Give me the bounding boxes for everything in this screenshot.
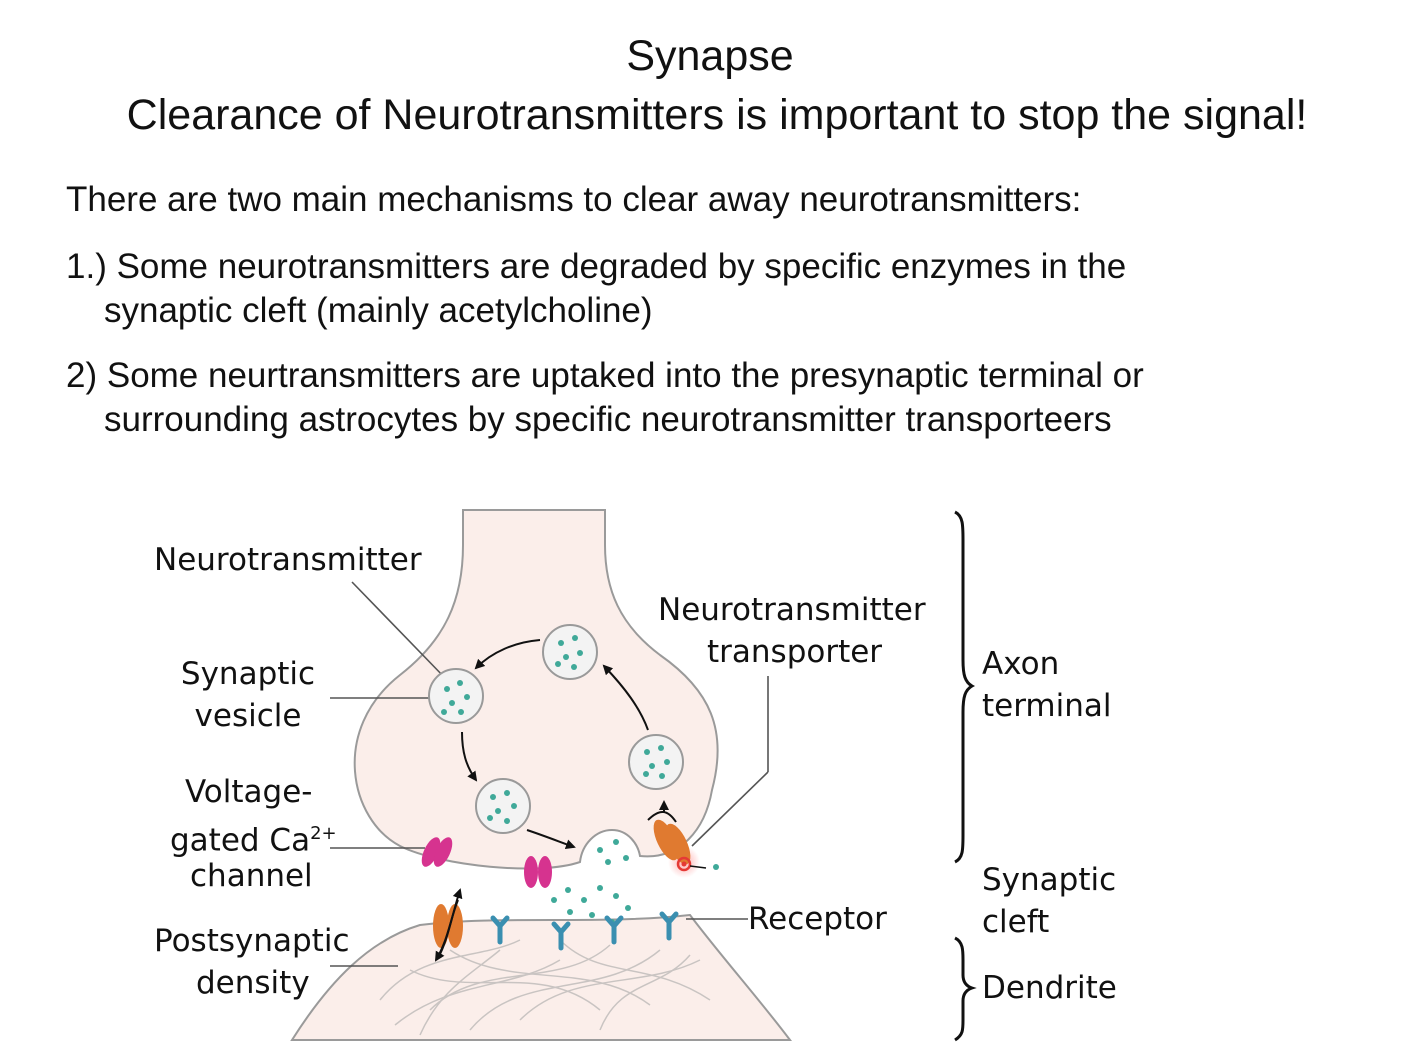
receptors (490, 911, 679, 951)
synaptic-vesicle (628, 734, 684, 790)
calcium-channels (421, 837, 552, 888)
mechanism-2-line1: 2) Some neurtransmitters are uptaked int… (66, 356, 1144, 395)
label-receptor: Receptor (748, 901, 887, 937)
synaptic-vesicle (428, 668, 484, 724)
label-vgcc-1: Voltage- (185, 774, 313, 810)
mechanism-2-line2: surrounding astrocytes by specific neuro… (104, 400, 1112, 439)
mechanism-1-line1: 1.) Some neurotransmitters are degraded … (66, 247, 1127, 286)
label-transporter-2: transporter (707, 634, 883, 670)
leader-lines (330, 581, 769, 967)
label-transporter-1: Neurotransmitter (658, 592, 926, 628)
label-dendrite: Dendrite (982, 970, 1117, 1006)
label-cleft-2: cleft (982, 904, 1050, 940)
label-cleft-1: Synaptic (982, 862, 1117, 898)
axon-terminal-brace (954, 510, 976, 864)
postsynaptic-channel (433, 888, 463, 962)
mechanism-1-line2: synaptic cleft (mainly acetylcholine) (104, 291, 653, 330)
mechanism-2: 2) Some neurtransmitters are uptaked int… (66, 354, 1144, 442)
label-neurotransmitter: Neurotransmitter (154, 542, 422, 578)
synaptic-vesicle (542, 624, 598, 680)
released-neurotransmitters (551, 839, 719, 925)
label-synaptic-vesicle-2: vesicle (194, 698, 302, 734)
label-vgcc-superscript: 2+ (310, 823, 337, 844)
label-axon-2: terminal (982, 688, 1112, 724)
dendrite-shape (290, 913, 793, 1041)
intro-text: There are two main mechanisms to clear a… (66, 180, 1082, 219)
label-axon-1: Axon (982, 646, 1060, 682)
label-synaptic-vesicle-1: Synaptic (180, 656, 316, 692)
slide-title: Synapse (626, 32, 794, 80)
neurotransmitter-transporter (647, 800, 707, 878)
dendrite-brace (954, 936, 977, 1042)
vesicle-cycle-arrows (461, 639, 649, 850)
label-vgcc-3: channel (190, 858, 313, 894)
slide-subtitle: Clearance of Neurotransmitters is import… (126, 91, 1308, 139)
label-vgcc-2-text: gated Ca (170, 822, 311, 859)
vesicle-neurotransmitter-dots (441, 635, 670, 824)
postsynaptic-density-fibers (379, 939, 711, 1036)
label-vgcc-2: gated Ca2+ (170, 813, 337, 861)
synaptic-vesicle (475, 778, 531, 834)
mechanism-1: 1.) Some neurotransmitters are degraded … (66, 245, 1126, 333)
label-postsynaptic-1: Postsynaptic (154, 923, 350, 959)
axon-terminal-shape (353, 509, 719, 870)
label-postsynaptic-2: density (196, 965, 310, 1001)
